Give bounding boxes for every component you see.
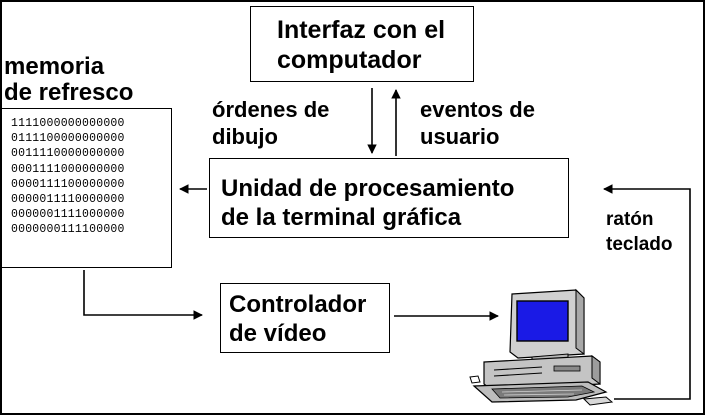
refresh-memory-line1: memoria	[4, 53, 105, 80]
processing-unit-box: Unidad de procesamiento de la terminal g…	[209, 158, 569, 238]
monitor-screen	[516, 300, 569, 342]
input-devices-line2: teclado	[606, 234, 673, 255]
input-devices-line1: ratón	[606, 209, 654, 230]
video-controller-box: Controlador de vídeo	[220, 283, 390, 353]
mouse-icon	[582, 396, 614, 406]
memory-to-controller-arrow	[83, 270, 203, 320]
processing-unit-line2: de la terminal gráfica	[221, 204, 462, 231]
bitmap-row: 0001111000000000	[11, 162, 125, 176]
interface-box-line2: computador	[277, 46, 422, 74]
refresh-memory-label: memoria de refresco	[4, 54, 133, 106]
bitmap-row: 0000111100000000	[11, 177, 125, 191]
drawing-orders-label: órdenes de dibujo	[212, 96, 329, 150]
bitmap-row: 0000001111000000	[11, 208, 125, 222]
user-events-line2: usuario	[420, 124, 500, 149]
input-feedback-arrow	[603, 184, 691, 400]
user-events-line1: eventos de	[420, 97, 535, 122]
bitmap-row: 0111100000000000	[11, 132, 125, 146]
bitmap-row: 1111000000000000	[11, 117, 125, 130]
processing-unit-line1: Unidad de procesamiento	[221, 175, 515, 202]
video-controller-line2: de vídeo	[229, 320, 327, 347]
interface-box: Interfaz con el computador	[250, 6, 474, 82]
desktop-computer-icon	[469, 288, 614, 406]
refresh-memory-line2: de refresco	[4, 79, 134, 106]
bitmap-row: 0000011110000000	[11, 193, 125, 207]
drawing-orders-line2: dibujo	[212, 124, 278, 149]
bitmap-row: 0011110000000000	[11, 147, 125, 161]
input-devices-label: ratón teclado	[606, 207, 673, 257]
drawing-orders-line1: órdenes de	[212, 97, 330, 122]
refresh-memory-bitmap: 1111000000000000 0111100000000000 001111…	[2, 108, 172, 268]
user-events-label: eventos de usuario	[420, 96, 535, 150]
interface-box-line1: Interfaz con el	[277, 16, 446, 44]
bitmap-row: 0000000111100000	[11, 223, 125, 237]
video-controller-line1: Controlador	[229, 291, 367, 318]
